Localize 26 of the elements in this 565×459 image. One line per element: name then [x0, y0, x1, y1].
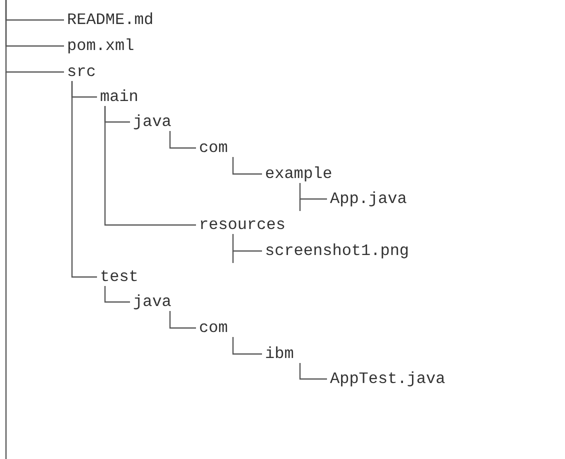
folder-name: java	[133, 113, 172, 131]
tree-line	[232, 234, 262, 252]
tree-line	[299, 183, 327, 200]
tree-line	[169, 311, 196, 329]
folder-name: java	[133, 293, 172, 311]
tree-line	[169, 131, 196, 149]
file-name: README.md	[67, 11, 154, 29]
tree-line	[232, 337, 262, 355]
file-name: screenshot1.png	[265, 242, 410, 260]
file-name: pom.xml	[67, 37, 134, 55]
file-name: AppTest.java	[330, 370, 446, 388]
folder-name: resources	[199, 216, 286, 234]
tree-line	[299, 363, 327, 380]
folder-name: src	[67, 63, 96, 81]
tree-line	[104, 286, 130, 303]
folder-name: com	[199, 139, 228, 157]
tree-line	[104, 106, 196, 226]
folder-name: test	[100, 268, 138, 286]
file-name: App.java	[330, 190, 407, 208]
folder-name: main	[100, 88, 138, 106]
folder-name: ibm	[265, 345, 294, 363]
tree-line	[232, 157, 262, 175]
tree-line	[5, 0, 64, 73]
tree-line	[71, 81, 97, 278]
folder-name: com	[199, 319, 228, 337]
folder-name: example	[265, 165, 332, 183]
